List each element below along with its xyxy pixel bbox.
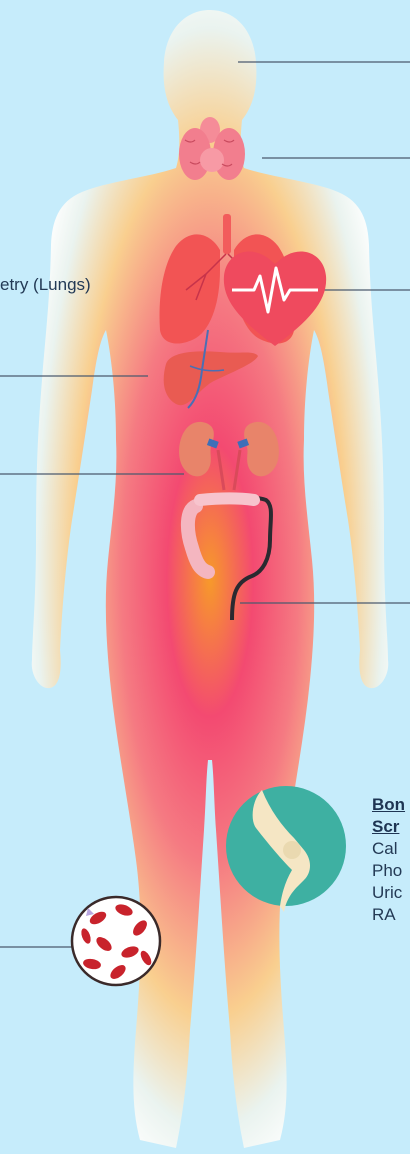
lungs-label: etry (Lungs) <box>0 274 91 296</box>
blood-cells-icon <box>72 897 160 985</box>
body-silhouette <box>32 10 389 1148</box>
bone-screening-item: Pho <box>372 860 402 882</box>
bone-screening-item: Cal <box>372 838 398 860</box>
bone-screening-item: Uric <box>372 882 402 904</box>
bone-screening-heading-line1: Bon <box>372 794 405 816</box>
bone-screening-heading-line2: Scr <box>372 816 399 838</box>
bone-screening-item: RA <box>372 904 396 926</box>
